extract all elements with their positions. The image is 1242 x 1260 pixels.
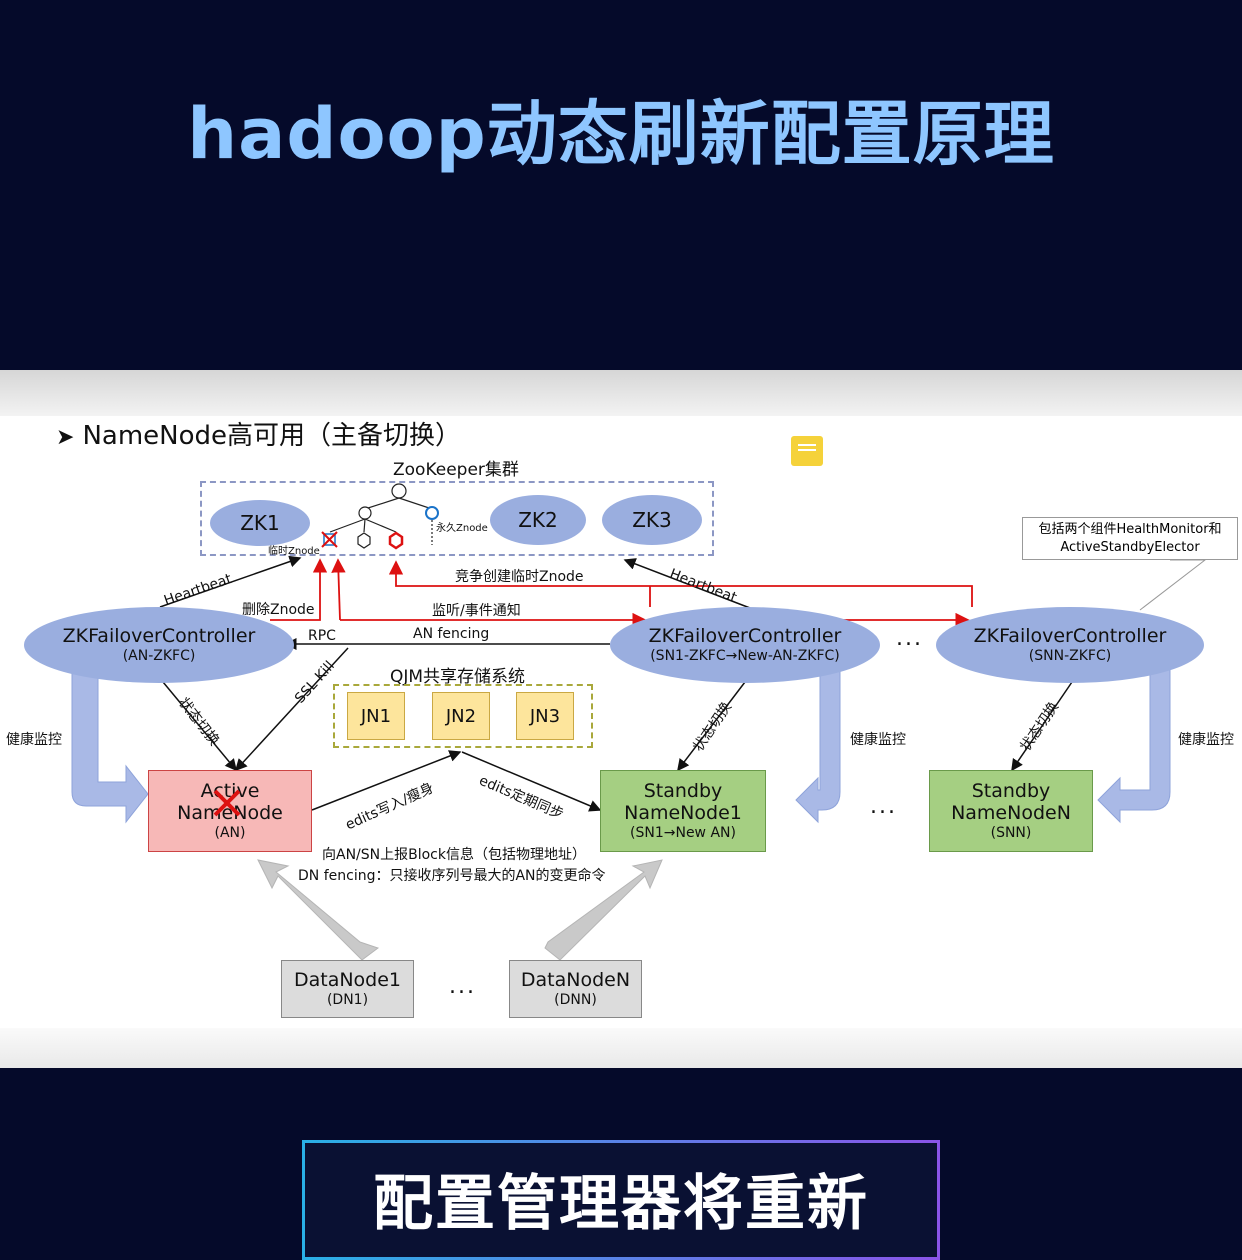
- datanode-n: DataNodeN (DNN): [509, 960, 642, 1018]
- znode-tree: [321, 483, 439, 550]
- zkfc-an: ZKFailoverController (AN-ZKFC): [24, 607, 294, 683]
- zkfc-an-name: ZKFailoverController: [62, 625, 256, 648]
- zkfc-ellipsis: ...: [896, 626, 923, 651]
- datanoden-sub: (DNN): [554, 991, 597, 1008]
- zookeeper-title: ZooKeeper集群: [393, 460, 519, 480]
- health-monitor-right-label: 健康监控: [1178, 732, 1234, 748]
- rpc-label: RPC: [308, 628, 336, 644]
- active-namenode: Active NameNode (AN): [148, 770, 312, 852]
- caption-text: 配置管理器将重新: [373, 1169, 869, 1239]
- health-monitor-mid-label: 健康监控: [850, 732, 906, 748]
- standbyn-line1: Standby: [971, 780, 1051, 803]
- standby-namenoden: Standby NameNodeN (SNN): [929, 770, 1093, 852]
- active-namenode-line2: NameNode: [177, 801, 283, 824]
- qjm-title: QJM共享存储系统: [390, 667, 526, 687]
- page-title: hadoop动态刷新配置原理: [187, 93, 1055, 175]
- zkfc-sn1-name: ZKFailoverController: [648, 625, 842, 648]
- delete-znode-label: 删除Znode: [242, 602, 315, 618]
- temp-znode-label: 临时Znode: [268, 546, 320, 557]
- datanode-1: DataNode1 (DN1): [281, 960, 414, 1018]
- diagram-heading: ➤ NameNode高可用（主备切换）: [56, 415, 461, 452]
- slide-top-shade: [0, 370, 1242, 416]
- zkfc-sn1: ZKFailoverController (SN1-ZKFC→New-AN-ZK…: [610, 607, 880, 683]
- zkfc-sn1-sub: (SN1-ZKFC→New-AN-ZKFC): [650, 647, 840, 664]
- note-icon[interactable]: [791, 436, 823, 466]
- heading-text: NameNode高可用（主备切换）: [82, 421, 461, 451]
- standby1-line1: Standby: [643, 780, 723, 803]
- datanode1-sub: (DN1): [326, 991, 369, 1008]
- datanoden-name: DataNodeN: [520, 969, 631, 992]
- zk3-node: ZK3: [602, 495, 702, 545]
- standbyn-line2: NameNodeN: [951, 801, 1071, 824]
- active-namenode-sub: (AN): [214, 824, 246, 841]
- standbyn-sub: (SNN): [990, 824, 1032, 841]
- watch-label: 监听/事件通知: [432, 603, 521, 619]
- compete-label: 竞争创建临时Znode: [455, 569, 584, 585]
- jn1-node: JN1: [347, 692, 405, 740]
- zk2-node: ZK2: [490, 495, 586, 545]
- namenode-ellipsis: ...: [870, 794, 897, 819]
- jn2-node: JN2: [432, 692, 490, 740]
- failed-cross-icon: [213, 789, 241, 817]
- health-monitor-left-label: 健康监控: [6, 732, 62, 748]
- an-fencing-label: AN fencing: [413, 626, 490, 642]
- active-namenode-line1: Active: [200, 780, 260, 803]
- slide-bottom-shade: [0, 1028, 1242, 1068]
- perm-znode-label: 永久Znode: [436, 523, 488, 534]
- architecture-diagram: ➤ NameNode高可用（主备切换） ZooKeeper集群: [0, 370, 1242, 1068]
- qjm-box: [333, 684, 593, 748]
- zookeeper-cluster-box: [200, 481, 714, 556]
- dn-fencing-label: DN fencing：只接收序列号最大的AN的变更命令: [298, 868, 606, 884]
- block-report-label: 向AN/SN上报Block信息（包括物理地址）: [322, 847, 586, 863]
- jn3-node: JN3: [516, 692, 574, 740]
- components-callout: 包括两个组件HealthMonitor和ActiveStandbyElector: [1022, 517, 1238, 560]
- datanode1-name: DataNode1: [293, 969, 402, 992]
- caption-banner: 配置管理器将重新: [302, 1140, 940, 1260]
- zkfc-snn-sub: (SNN-ZKFC): [1028, 647, 1112, 664]
- datanode-ellipsis: ...: [449, 974, 476, 999]
- standby1-line2: NameNode1: [624, 801, 742, 824]
- standby1-sub: (SN1→New AN): [630, 824, 736, 841]
- zkfc-an-sub: (AN-ZKFC): [122, 647, 196, 664]
- bullet-arrow-icon: ➤: [56, 425, 75, 450]
- zkfc-snn: ZKFailoverController (SNN-ZKFC): [936, 607, 1204, 683]
- zkfc-snn-name: ZKFailoverController: [973, 625, 1167, 648]
- standby-namenode1: Standby NameNode1 (SN1→New AN): [600, 770, 766, 852]
- zk1-node: ZK1: [210, 500, 310, 546]
